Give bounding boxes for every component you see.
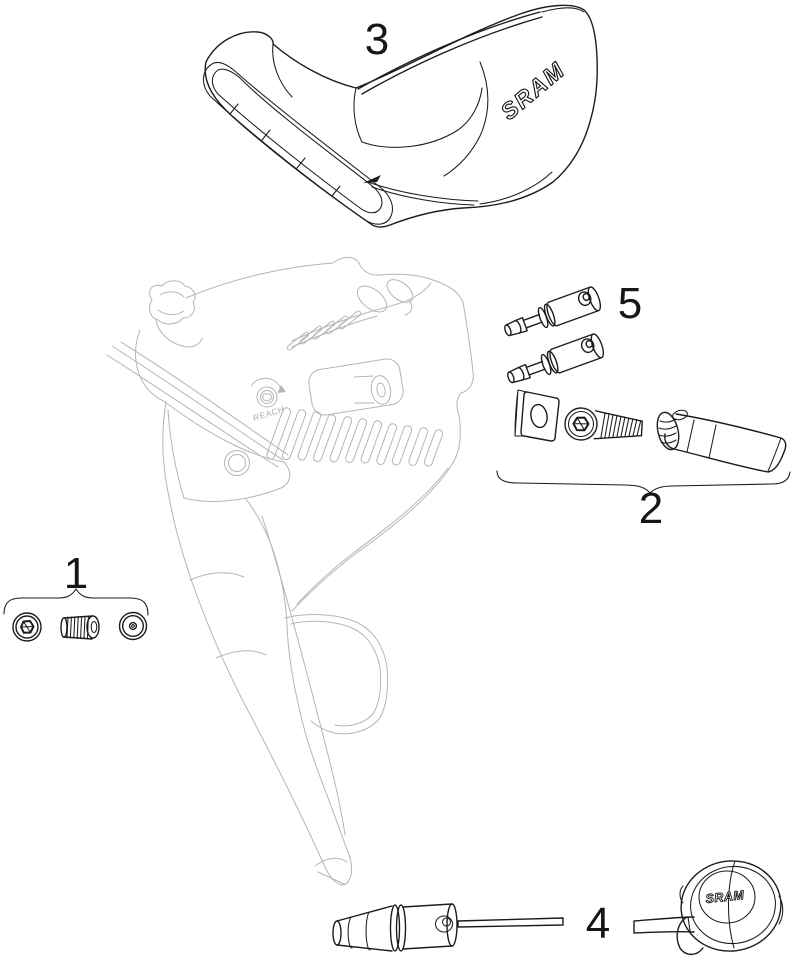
body-vents: [266, 407, 444, 467]
grommet: [118, 611, 148, 641]
bleed-fitting: [332, 903, 458, 952]
reach-arrow-icon: [277, 385, 286, 393]
bleed-screw: [12, 612, 42, 642]
part-label-3: 3: [365, 15, 389, 64]
clamp-bolt: [564, 407, 643, 441]
hood-notch-arrow-icon: [363, 175, 381, 183]
clamp-nut-plate: [514, 389, 560, 442]
clamp-kit: [496, 389, 791, 494]
cap-sram-logo: SRAM: [705, 888, 745, 906]
part-label-4: 4: [586, 899, 610, 948]
bleed-rod: [457, 917, 564, 928]
clamp-hook: [149, 280, 196, 325]
body-window: [308, 358, 404, 416]
part-label-1: 1: [64, 549, 88, 598]
part1-brace: [3, 588, 149, 616]
small-parts-kit: [3, 588, 149, 642]
barb-fitting-top: [500, 284, 604, 344]
part-label-2: 2: [639, 484, 663, 533]
part-label-5: 5: [618, 279, 642, 328]
spring: [60, 615, 100, 640]
part2-brace: [496, 470, 791, 494]
bleed-kit: SRAM: [332, 860, 784, 956]
lever-blade: [162, 401, 353, 886]
hood-sram-logo: SRAM: [496, 56, 571, 125]
shift-paddle: [284, 614, 389, 735]
barb-fitting-bottom: [503, 331, 607, 391]
reach-adjuster: [250, 377, 286, 408]
hood-cover: SRAM: [202, 4, 598, 228]
barb-fittings: [500, 284, 607, 391]
lever-body: REACH: [106, 256, 474, 886]
clamp-band: [656, 409, 787, 473]
hood-silhouette: [204, 4, 598, 228]
sram-cap: SRAM: [633, 860, 784, 956]
pivot-circle: [224, 450, 250, 476]
top-vent-slots: [286, 310, 362, 351]
body-outline: [185, 256, 474, 612]
